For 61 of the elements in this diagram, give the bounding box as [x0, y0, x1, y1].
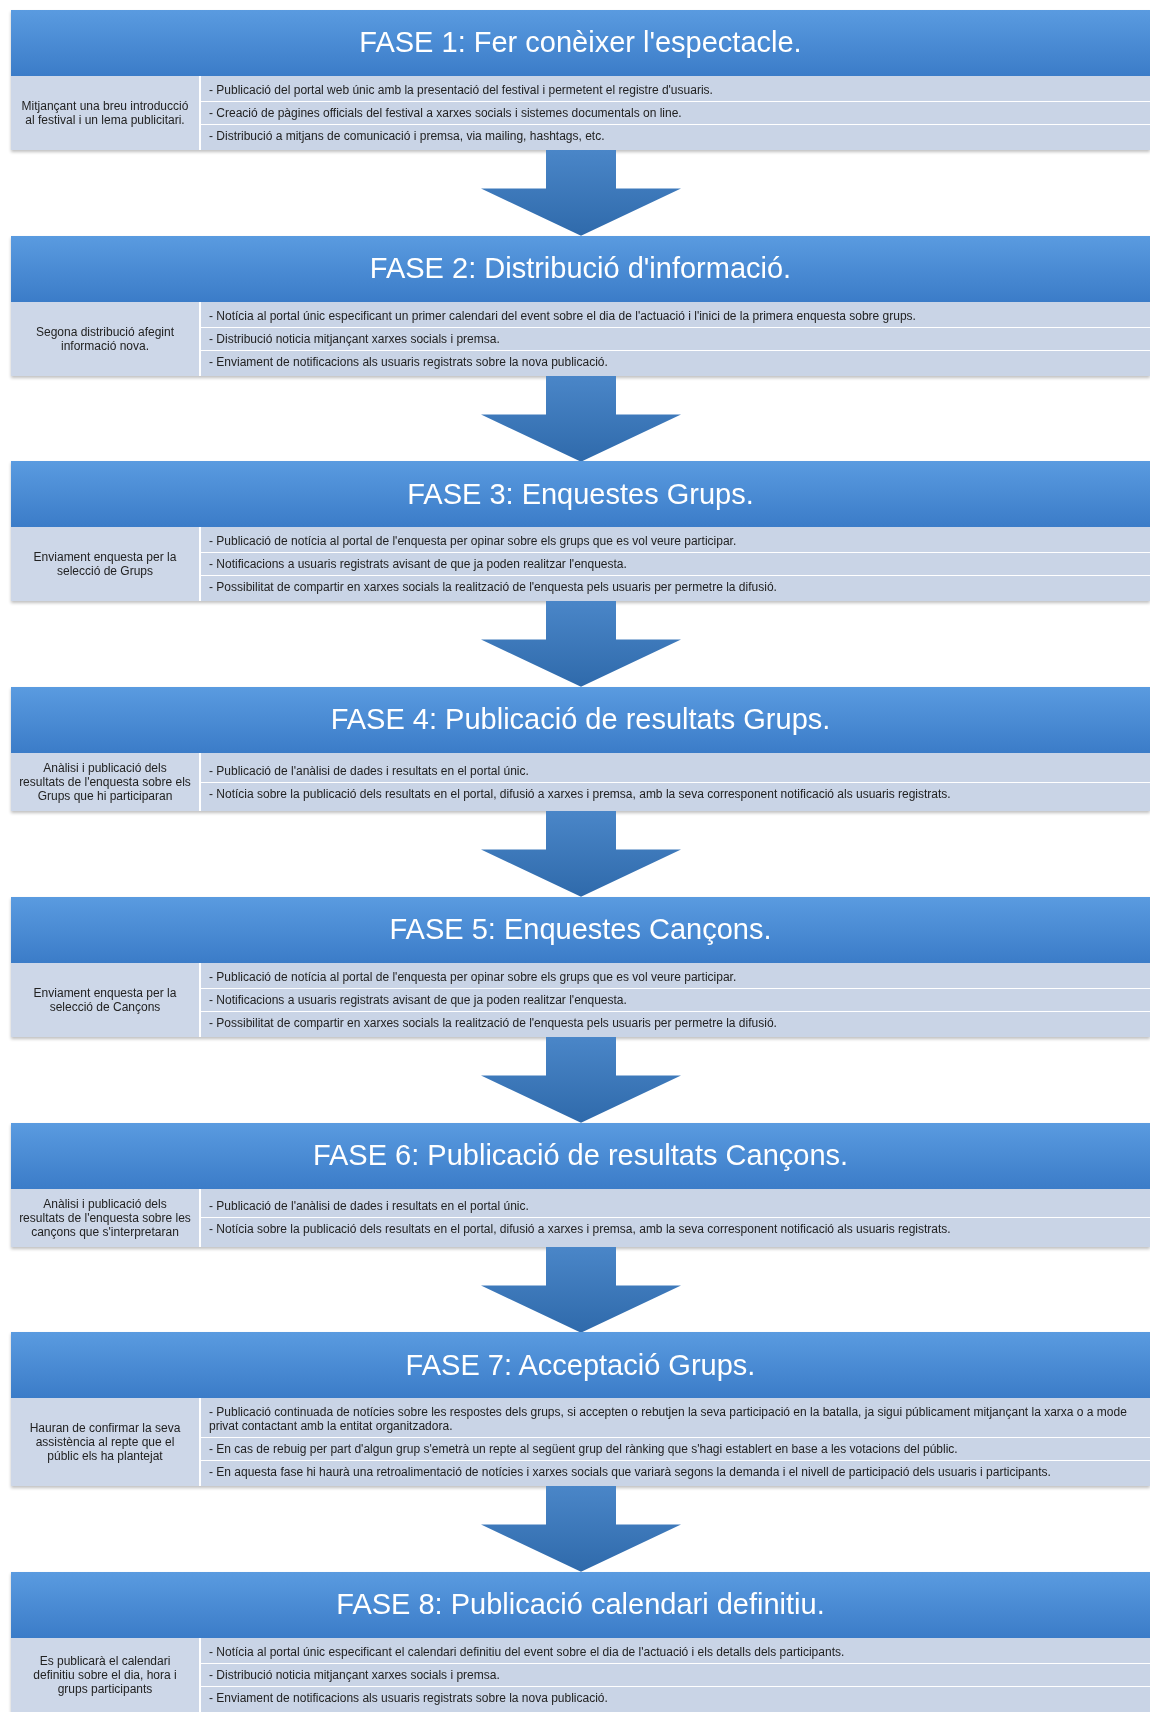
bullet-list-cell [201, 1398, 1150, 1487]
description-cell: Segona distribució afegint informació nova. [11, 301, 201, 376]
description-cell: Hauran de confirmar la seva assistència al repte que el públic els ha plantejat [11, 1398, 201, 1487]
bullet-item: - Publicació de notícia al portal de l'enquesta per opinar sobre els grups que es vol veure participar. [208, 968, 738, 986]
bullet-item: - Notificacions a usuaris registrats avisant de que ja poden realitzar l'enquesta. [201, 987, 1150, 1011]
phase-panel [11, 10, 1150, 150]
bullet-item: - En cas de rebuig per part d'algun grup s'emetrà un repte al següent grup del rànking que s'hagi establert en base a les votacions del públic. [201, 1437, 1150, 1461]
phase-panel [11, 461, 1150, 602]
bullet-item: - Notícia sobre la publicació dels resultats en el portal, difusió a xarxes i premsa, amb la seva corresponent notificació als usuaris registrats. [201, 1217, 1150, 1241]
bullet-list-cell [201, 527, 1150, 602]
down-arrow [480, 1246, 681, 1333]
description-cell: Enviament enquesta per la selecció de Cançons [11, 962, 201, 1037]
bullet-list-cell [201, 76, 1150, 150]
bullet-item: - Publicació de l'anàlisi de dades i resultats en el portal únic. [208, 762, 530, 780]
bullet-list-cell [201, 753, 1150, 812]
bullet-item: - En aquesta fase hi haurà una retroalimentació de notícies i xarxes socials que variarà segons la demanda i el nivell de participació dels usuaris i participants. [201, 1460, 1150, 1484]
phase-panel [11, 1572, 1150, 1712]
bullet-item: - Notícia sobre la publicació dels resultats en el portal, difusió a xarxes i premsa, amb la seva corresponent notificació als usuaris registrats. [201, 781, 1150, 805]
bullet-item: - Publicació del portal web únic amb la presentació del festival i permetent el registre d'usuaris. [208, 82, 714, 99]
phase-panel [11, 687, 1150, 812]
bullet-item: - Distribució a mitjans de comunicació i premsa, via mailing, hashtags, etc. [201, 124, 1150, 147]
bullet-item: - Publicació de l'anàlisi de dades i resultats en el portal únic. [208, 1198, 530, 1216]
phase-header: FASE 1: Fer conèixer l'espectacle. [11, 10, 1150, 76]
description-cell: Enviament enquesta per la selecció de Grups [11, 527, 201, 602]
phase-header: FASE 8: Publicació calendari definitiu. [11, 1572, 1150, 1639]
bullet-item: - Distribució noticia mitjançant xarxes socials i premsa. [201, 1663, 1150, 1687]
bullet-list-cell [201, 1638, 1150, 1712]
down-arrow [480, 1486, 681, 1573]
phase-header: FASE 5: Enquestes Cançons. [11, 896, 1150, 963]
phase-header: FASE 4: Publicació de resultats Grups. [11, 687, 1150, 754]
phase-panel [11, 896, 1150, 1037]
bullet-item: - Publicació de notícia al portal de l'enquesta per opinar sobre els grups que es vol veure participar. [208, 533, 738, 551]
phase-header: FASE 2: Distribució d'informació. [11, 235, 1150, 302]
phase-header: FASE 6: Publicació de resultats Cançons. [11, 1122, 1150, 1189]
down-arrow [480, 150, 681, 236]
bullet-item: - Possibilitat de compartir en xarxes socials la realització de l'enquesta pels usuaris per permetre la difusió. [201, 575, 1150, 599]
bullet-item: - Notícia al portal únic especificant un primer calendari del event sobre el dia de l'actuació i l'inici de la primera enquesta sobre grups. [208, 307, 917, 325]
bullet-item: - Distribució noticia mitjançant xarxes socials i premsa. [201, 326, 1150, 350]
description-cell: Anàlisi i publicació dels resultats de l'enquesta sobre els Grups que hi participaran [11, 753, 201, 812]
phase-header: FASE 3: Enquestes Grups. [11, 461, 1150, 528]
bullet-item: - Enviament de notificacions als usuaris registrats sobre la nova publicació. [201, 1686, 1150, 1710]
bullet-list-cell [201, 962, 1150, 1037]
phase-panel [11, 1122, 1150, 1247]
description-cell: Mitjançant una breu introducció al festival i un lema publicitari. [11, 76, 201, 150]
down-arrow [480, 375, 681, 462]
bullet-item: - Creació de pàgines officials del festival a xarxes socials i sistemes documentals on line. [201, 101, 1150, 124]
description-cell: Es publicarà el calendari definitiu sobre el dia, hora i grups participants [11, 1638, 201, 1712]
bullet-item: - Notícia al portal únic especificant el calendari definitiu del event sobre el dia de l'actuació i els detalls dels participants. [208, 1644, 846, 1662]
bullet-item: - Publicació continuada de notícies sobre les respostes dels grups, si accepten o rebutjen la seva participació en la batalla, ja sigui públicament mitjançant la xarxa o a mode privat contactant amb la entitat organitzadora. [208, 1404, 1128, 1436]
bullet-list-cell [201, 1188, 1150, 1247]
bullet-item: - Enviament de notificacions als usuaris registrats sobre la nova publicació. [201, 349, 1150, 373]
phase-panel [11, 1332, 1150, 1487]
description-cell: Anàlisi i publicació dels resultats de l'enquesta sobre les cançons que s'interpretaran [11, 1188, 201, 1247]
bullet-list-cell [201, 301, 1150, 376]
down-arrow [480, 601, 681, 688]
down-arrow [480, 1036, 681, 1123]
bullet-item: - Possibilitat de compartir en xarxes socials la realització de l'enquesta pels usuaris per permetre la difusió. [201, 1010, 1150, 1034]
bullet-item: - Notificacions a usuaris registrats avisant de que ja poden realitzar l'enquesta. [201, 552, 1150, 576]
phase-header: FASE 7: Acceptació Grups. [11, 1332, 1150, 1399]
down-arrow [480, 811, 681, 897]
phase-panel [11, 235, 1150, 376]
